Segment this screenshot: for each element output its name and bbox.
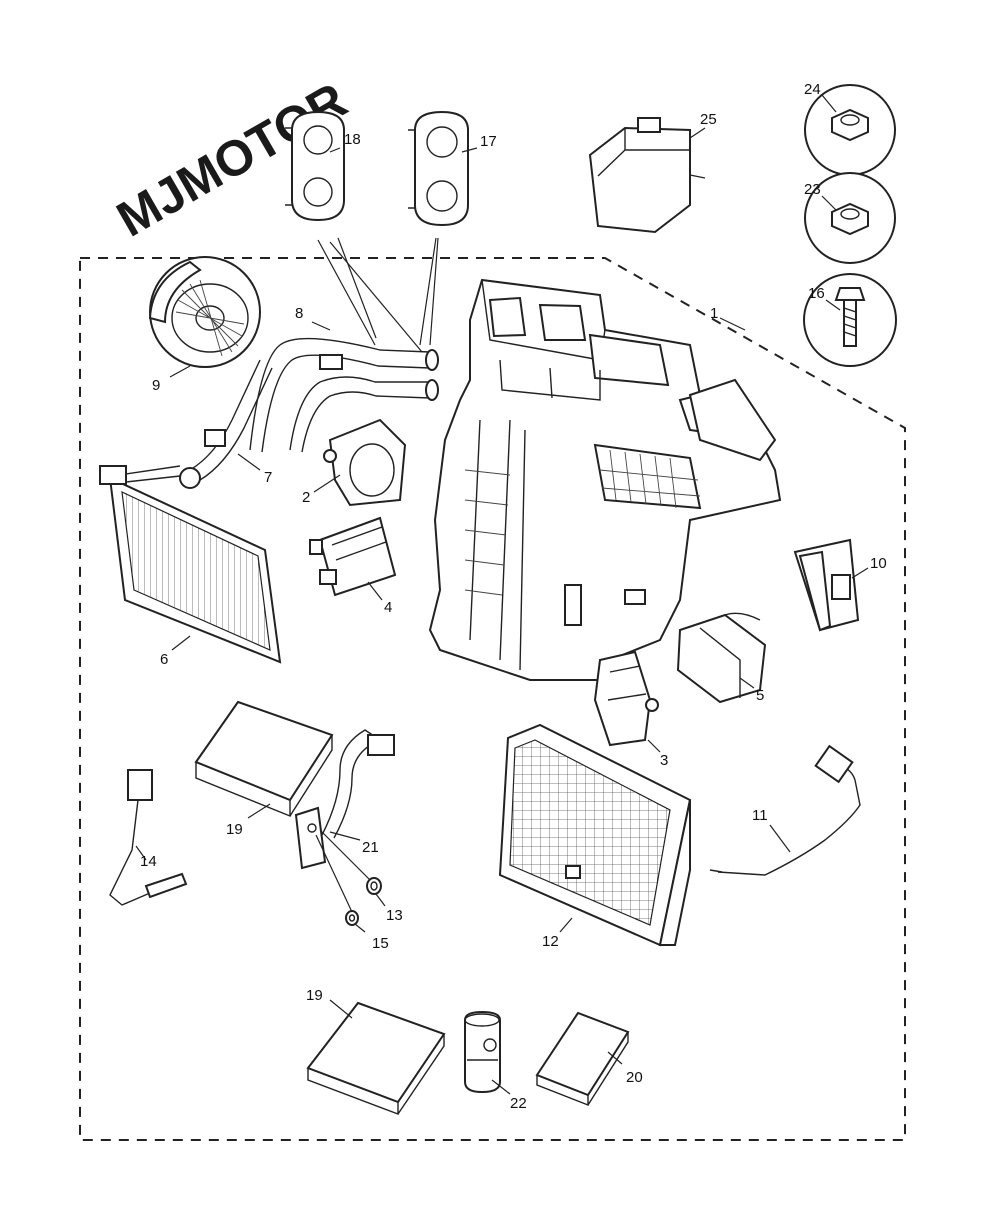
callout-2: 2	[302, 489, 310, 506]
part-2-actuator	[323, 418, 407, 507]
callout-4: 4	[384, 599, 392, 616]
callout-10: 10	[870, 555, 887, 572]
part-11-temperature-sensor	[709, 744, 861, 876]
part-10-blower-resistor	[793, 538, 860, 632]
callout-19-lower: 19	[306, 987, 323, 1004]
part-18-grommet	[285, 110, 345, 222]
callout-24: 24	[804, 81, 821, 98]
callout-20: 20	[626, 1069, 643, 1086]
part-20-filter-small	[535, 1011, 630, 1107]
callout-11: 11	[752, 807, 768, 824]
callout-9: 9	[152, 377, 160, 394]
assembly-boundary	[79, 257, 906, 1141]
part-14-sensor-lead	[109, 769, 188, 906]
callout-14: 14	[140, 853, 157, 870]
part-5-actuator	[676, 612, 767, 704]
callout-22: 22	[510, 1095, 527, 1112]
part-6-heater-core	[99, 465, 282, 664]
part-4-actuator	[309, 516, 397, 597]
leader-lines	[135, 94, 869, 1095]
callout-5: 5	[756, 687, 764, 704]
callout-8: 8	[295, 305, 303, 322]
part-12-evaporator	[498, 723, 692, 947]
part-16-bolt	[803, 273, 897, 367]
part-22-expansion-valve	[464, 1010, 501, 1094]
part-25-actuator	[588, 117, 706, 234]
callout-labels: 18 17 25 24 23 16 1 8 9 7 2 4 6 10 5 3 1…	[140, 81, 887, 1112]
part-24-nut	[804, 84, 896, 176]
part-15-o-ring	[345, 910, 359, 926]
callout-7: 7	[264, 469, 272, 486]
callout-18: 18	[344, 131, 361, 148]
part-13-o-ring	[366, 877, 382, 895]
callout-17: 17	[480, 133, 497, 150]
callout-15: 15	[372, 935, 389, 952]
callout-16: 16	[808, 285, 825, 302]
callout-21: 21	[362, 839, 379, 856]
callout-12: 12	[542, 933, 559, 950]
part-19-filter-upper	[194, 700, 334, 818]
callout-13: 13	[386, 907, 403, 924]
part-21-wiring-bracket	[294, 729, 395, 870]
part-8-heater-pipes	[249, 337, 439, 453]
part-1-hvac-housing	[428, 278, 782, 681]
part-7-pipe	[179, 359, 273, 489]
part-3-actuator	[593, 650, 659, 747]
part-9-blower-motor	[148, 256, 261, 368]
part-17-grommet	[408, 110, 469, 227]
callout-3: 3	[660, 752, 668, 769]
callout-6: 6	[160, 651, 168, 668]
part-19-filter-lower	[306, 1001, 446, 1116]
callout-25: 25	[700, 111, 717, 128]
part-23-nut	[804, 172, 896, 264]
callout-23: 23	[804, 181, 821, 198]
callout-19-upper: 19	[226, 821, 243, 838]
callout-1: 1	[710, 305, 718, 322]
